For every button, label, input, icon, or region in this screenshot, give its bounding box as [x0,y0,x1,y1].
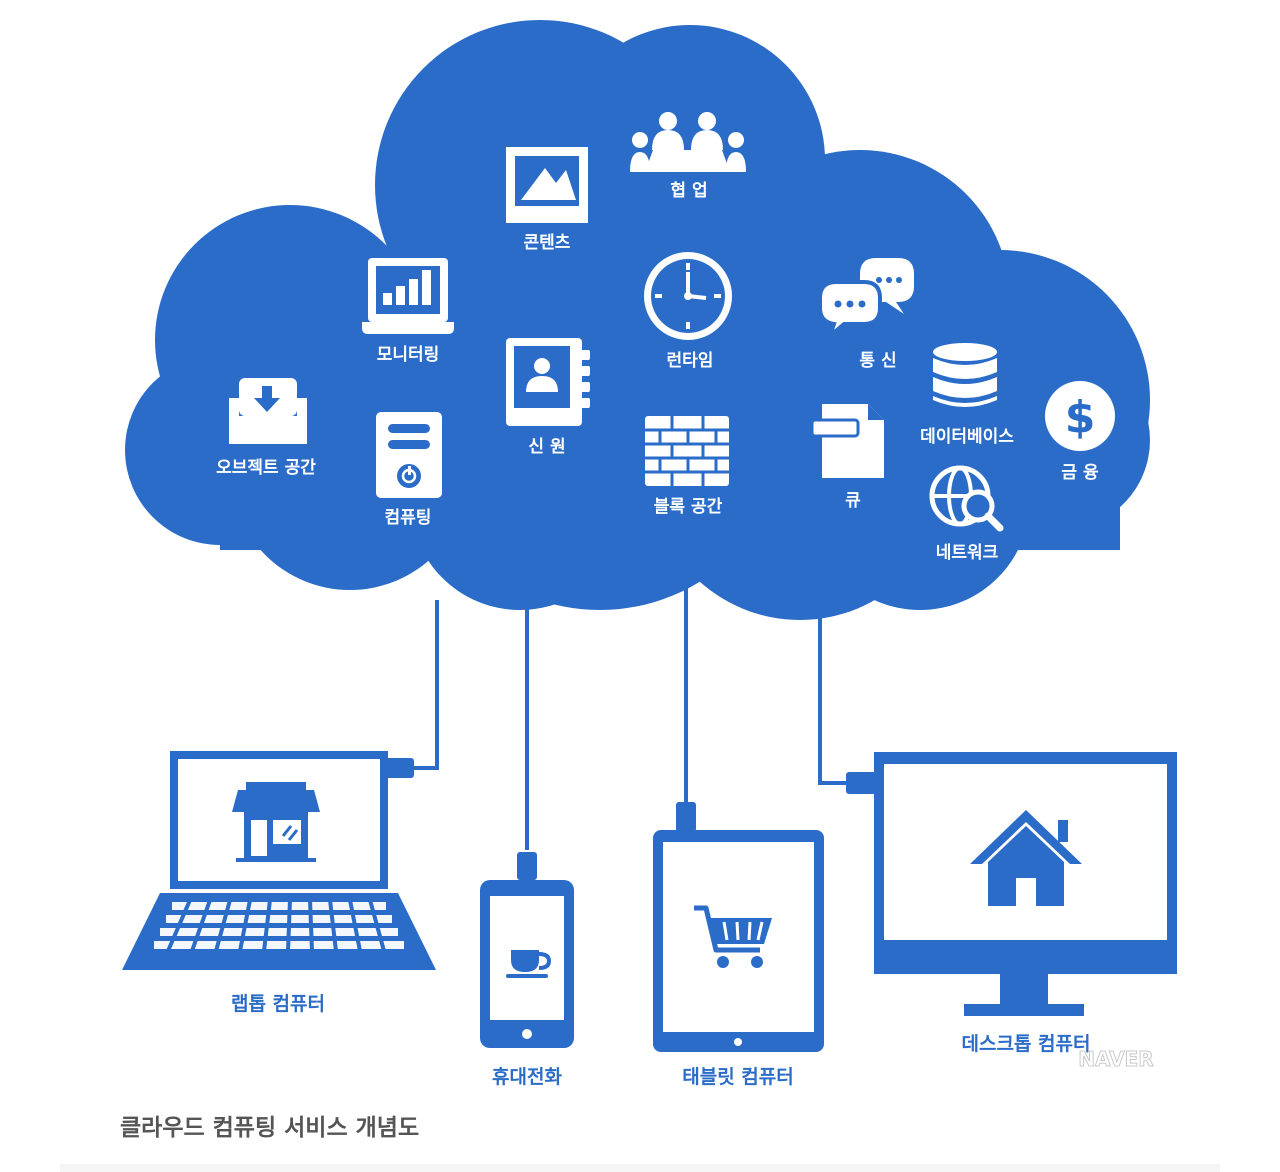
naver-watermark: NAVER [1078,1047,1153,1071]
service-label-collaboration: 협 업 [670,180,707,201]
device-label-laptop: 랩톱 컴퓨터 [231,993,325,1015]
laptop-keyboard-gaps [166,899,386,952]
service-label-monitoring: 모니터링 [377,345,440,365]
runtime-clock-icon [644,252,732,340]
contents-image-icon [506,147,588,223]
database-icon [933,343,997,407]
device-label-mobile: 휴대전화 [492,1066,562,1088]
cloud-shape [125,20,1150,620]
device-label-tablet: 태블릿 컴퓨터 [682,1066,794,1088]
network-globe-icon [929,465,1004,532]
service-label-contents: 콘텐츠 [524,233,571,253]
monitoring-chart-icon [362,258,454,334]
service-label-finance: 금 융 [1061,463,1099,483]
laptop-keyboard [154,902,404,949]
computing-server-icon [376,412,442,498]
connector-lines [412,550,848,850]
queue-document-icon [810,404,884,478]
communication-chat-icon [818,258,914,343]
service-label-identity: 신 원 [528,437,565,457]
identity-contacts-icon [506,338,590,426]
svg-text:$: $ [1065,392,1096,443]
service-label-queue: 큐 [845,491,861,511]
store-icon [232,782,320,862]
laptop-icon [122,751,436,970]
shopping-cart-icon [694,905,772,968]
bottom-divider [60,1164,1220,1172]
service-label-block-storage: 블록 공간 [654,497,723,517]
object-storage-icon [229,378,307,444]
service-label-runtime: 런타임 [667,350,714,371]
connector-plugs [384,758,876,880]
finance-dollar-icon: $ [1045,381,1115,451]
service-label-communication: 통 신 [859,351,896,371]
home-icon [970,810,1082,906]
service-label-computing: 컴퓨팅 [385,507,432,528]
collaboration-meeting-icon [630,112,746,172]
service-label-database: 데이터베이스 [920,427,1014,447]
diagram-caption: 클라우드 컴퓨팅 서비스 개념도 [120,1115,420,1141]
coffee-cup-icon [506,950,552,978]
block-storage-icon [645,416,729,486]
device-label-desktop: 데스크톱 컴퓨터 [962,1033,1091,1055]
service-label-network: 네트워크 [936,543,999,563]
service-label-object-storage: 오브젝트 공간 [216,458,316,478]
